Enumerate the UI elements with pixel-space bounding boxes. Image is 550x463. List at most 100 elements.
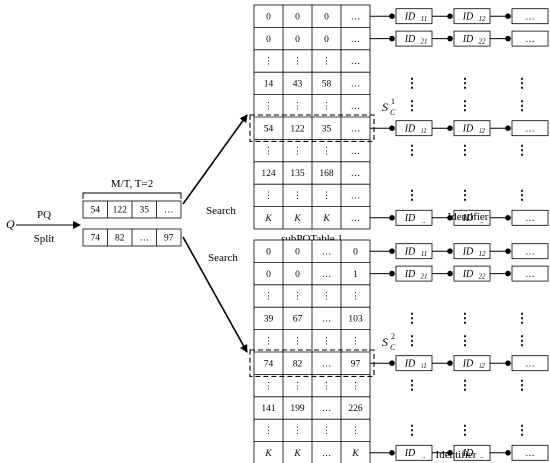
identifier-link-dot: [505, 125, 511, 131]
table-cell: …: [351, 35, 361, 45]
identifier-link-dot: [447, 35, 453, 42]
identifier-subscript: i1: [421, 127, 426, 135]
vertical-ellipsis: ⋮: [459, 422, 472, 437]
search-arrow-1: [182, 114, 248, 205]
table-cell: 168: [319, 169, 334, 179]
vertical-ellipsis: ⋮: [459, 75, 472, 90]
table-cell: ⋮: [322, 337, 332, 347]
identifier-caption-2: Identifier: [436, 449, 477, 461]
pq-vector-value: 35: [140, 206, 150, 216]
identifier-subscript: i2: [479, 362, 485, 370]
table-cell: ⋮: [322, 427, 332, 437]
vertical-ellipsis: ⋮: [406, 333, 419, 348]
identifier-label: ID: [404, 123, 416, 134]
identifier-subscript: 21: [421, 38, 428, 46]
table-cell: 39: [264, 315, 274, 325]
identifier-link-dot: [447, 125, 453, 131]
vertical-ellipsis: ⋮: [516, 333, 529, 348]
table-cell: ⋮: [293, 292, 303, 302]
identifier-link-dot: [505, 450, 511, 456]
pq-vector-value: 122: [113, 206, 128, 216]
identifier-subscript: 12: [479, 250, 487, 258]
table-cell: …: [351, 214, 361, 224]
vertical-ellipsis: ⋮: [406, 422, 419, 437]
table-cell: ⋮: [264, 192, 274, 202]
identifier-label: …: [525, 12, 535, 22]
identifier-link-dot: [505, 13, 511, 19]
table-cell: K: [293, 214, 301, 224]
table-cell: 0: [266, 270, 271, 280]
identifier-link-dot: [389, 13, 395, 19]
table-cell: ⋮: [264, 292, 274, 302]
identifier-subscript: 21: [421, 273, 428, 281]
table-cell: ⋮: [322, 382, 332, 392]
identifier-link-dot: [389, 125, 395, 131]
identifier-link-dot: [447, 270, 453, 277]
identifier-subscript: ..: [480, 452, 484, 460]
table-cell: 97: [351, 359, 361, 369]
table-cell: …: [351, 169, 361, 179]
pq-vector-value: …: [164, 206, 174, 216]
identifier-node: [511, 209, 549, 226]
vertical-ellipsis: ⋮: [459, 187, 472, 202]
matched-set-subscript: C: [390, 343, 396, 352]
table-cell: …: [351, 12, 361, 22]
table-cell: 0: [353, 247, 358, 257]
matched-set-label: S: [382, 100, 388, 114]
table-cell: 0: [266, 12, 271, 22]
identifier-label: ID: [404, 358, 416, 369]
identifier-label: …: [525, 359, 535, 369]
identifier-subscript: 22: [479, 273, 487, 281]
vertical-ellipsis: ⋮: [516, 98, 529, 113]
identifier-link-dot: [389, 270, 395, 277]
table-cell: …: [322, 315, 332, 325]
table-cell: K: [264, 214, 272, 224]
table-cell: K: [264, 449, 272, 459]
identifier-subscript: i1: [421, 362, 426, 370]
mt-label: M/T, T=2: [111, 178, 153, 190]
table-cell: …: [351, 80, 361, 90]
vertical-ellipsis: ⋮: [459, 310, 472, 325]
identifier-label: …: [525, 449, 535, 459]
identifier-label: ID: [462, 123, 474, 134]
table-cell: 0: [266, 35, 271, 45]
matched-set-superscript: 2: [391, 332, 395, 341]
table-cell: ⋮: [351, 382, 361, 392]
search-label-1: Search: [206, 205, 236, 217]
table-cell: ⋮: [322, 102, 332, 112]
table-cell: 141: [261, 404, 276, 414]
table-cell: ⋮: [322, 147, 332, 157]
table-cell: 226: [348, 404, 363, 414]
table-cell: 0: [295, 35, 300, 45]
table-cell: …: [322, 359, 332, 369]
vertical-ellipsis: ⋮: [406, 98, 419, 113]
table-cell: …: [351, 147, 361, 157]
table-cell: 0: [324, 12, 329, 22]
table-cell: …: [322, 404, 332, 414]
vertical-ellipsis: ⋮: [516, 75, 529, 90]
table-cell: ⋮: [293, 147, 303, 157]
identifier-label: …: [525, 124, 535, 134]
identifier-link-dot: [389, 450, 395, 456]
search-arrow-2: [182, 236, 248, 353]
vertical-ellipsis: ⋮: [516, 187, 529, 202]
vertical-ellipsis: ⋮: [459, 378, 472, 393]
table-cell: 199: [290, 404, 305, 414]
vertical-ellipsis: ⋮: [459, 333, 472, 348]
identifier-label: …: [525, 247, 535, 257]
table-cell: …: [351, 102, 361, 112]
identifier-label: ID: [462, 448, 474, 459]
identifier-label: ID: [404, 11, 416, 22]
identifier-label: ID: [404, 246, 416, 257]
identifier-link-dot: [447, 360, 453, 367]
identifier-link-dot: [389, 360, 395, 367]
pq-vector-value: 97: [164, 234, 174, 244]
identifier-subscript: i2: [479, 127, 485, 135]
pq-vector-value: …: [140, 234, 150, 244]
table-cell: ⋮: [264, 337, 274, 347]
vertical-ellipsis: ⋮: [406, 310, 419, 325]
